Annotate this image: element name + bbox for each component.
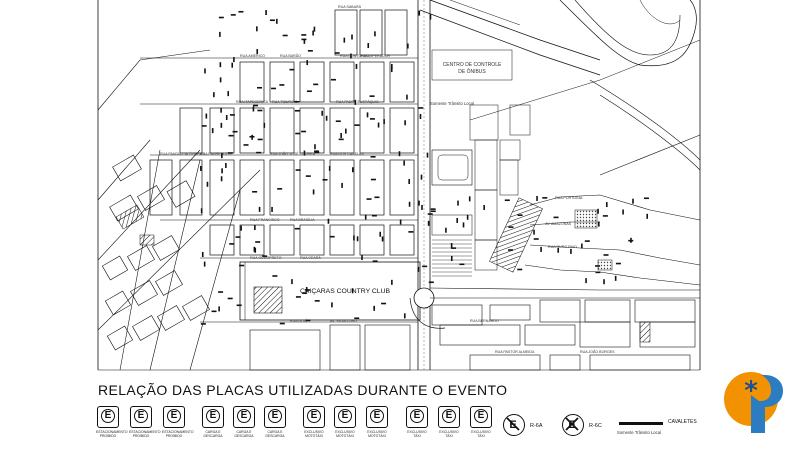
brand-logo-icon: * bbox=[721, 369, 785, 435]
street-label: AV. AMAZONAS bbox=[545, 222, 572, 226]
svg-text:*: * bbox=[744, 376, 758, 406]
cavaletes-label: CAVALETES bbox=[668, 419, 697, 425]
club-label: CAIÇARAS COUNTRY CLUB bbox=[300, 288, 391, 295]
parking-sign-symbol: E bbox=[268, 409, 282, 423]
street-label: RUA OUROPRETO bbox=[250, 256, 282, 260]
parking-sign-symbol: E bbox=[167, 409, 181, 423]
parking-sign-icon: E bbox=[303, 406, 325, 428]
street-label: RUA JOÃO JOSÉ COURRA bbox=[270, 152, 316, 156]
parking-sign-symbol: E bbox=[474, 409, 488, 423]
bus-control-center-label: CENTRO DE CONTROLE DE ÔNIBUS bbox=[442, 62, 502, 75]
parking-sign-symbol: E bbox=[338, 409, 352, 423]
parking-sign-icon: E bbox=[438, 406, 460, 428]
parking-sign-symbol: E bbox=[134, 409, 148, 423]
street-label: AV. SILVA LOBO bbox=[330, 319, 357, 323]
parking-sign-symbol: E bbox=[101, 409, 115, 423]
street-label: RUA SABARÁ bbox=[338, 5, 361, 9]
legend-local-traffic-label: Somente Trânsito Local bbox=[617, 430, 661, 435]
parking-sign-icon: E bbox=[366, 406, 388, 428]
no-stopping-sign-icon: E bbox=[562, 414, 584, 436]
parking-sign-icon: E bbox=[163, 406, 185, 428]
street-label: RUA BARÃO bbox=[280, 54, 301, 58]
parking-sign-icon: E bbox=[406, 406, 428, 428]
parking-sign-icon: E bbox=[202, 406, 224, 428]
street-label: RUA OURO FINO bbox=[548, 245, 577, 249]
street-label: RUA ITAPECERICA bbox=[236, 100, 269, 104]
parking-sign-symbol: E bbox=[370, 409, 384, 423]
parking-sign-symbol: E bbox=[206, 409, 220, 423]
street-label: RUA AMERICO bbox=[240, 54, 265, 58]
street-label: RUA DOS CANELAS bbox=[330, 152, 364, 156]
parking-sign-symbol: E bbox=[237, 409, 251, 423]
parking-sign-symbol: E bbox=[410, 409, 424, 423]
street-label: RUA FRANCISCO bbox=[250, 218, 280, 222]
parking-sign-icon: E bbox=[130, 406, 152, 428]
parking-sign-icon: E bbox=[334, 406, 356, 428]
parking-sign-symbol: E bbox=[307, 409, 321, 423]
parking-sign-icon: E bbox=[264, 406, 286, 428]
street-label: RUA BRASÍLIA bbox=[290, 218, 315, 222]
street-label: RUA TIBURCIO bbox=[272, 100, 298, 104]
street-label: RUA CEARÁ bbox=[300, 256, 321, 260]
parking-sign-icon: E bbox=[233, 406, 255, 428]
street-label: RUA CONTORNO bbox=[340, 54, 370, 58]
street-label: RUA PORTUGAL bbox=[555, 196, 584, 200]
street-label: RUA PADRE EUSTÁQUIO bbox=[336, 100, 379, 104]
cavaletes-bar-icon bbox=[619, 422, 663, 425]
street-label: RUA PADRE JULIO bbox=[200, 152, 232, 156]
street-label: RUA PANDIA CALÓGERAS bbox=[160, 152, 205, 156]
street-label: RUA JOÃO BORGES bbox=[580, 350, 615, 354]
street-label: RUA IMPERADOR bbox=[360, 54, 391, 58]
parking-sign-icon: E bbox=[470, 406, 492, 428]
local-traffic-label: Somente Trânsito Local bbox=[430, 101, 474, 106]
parking-sign-symbol: E bbox=[442, 409, 456, 423]
parking-sign-icon: E bbox=[97, 406, 119, 428]
r6c-label: R-6C bbox=[589, 423, 602, 429]
street-label: RUA GOIÁS bbox=[290, 319, 310, 323]
street-label: RUA PASTOR ALMEIDA bbox=[495, 350, 535, 354]
street-label: RUA BERNARDO bbox=[470, 319, 499, 323]
legend-title: RELAÇÃO DAS PLACAS UTILIZADAS DURANTE O … bbox=[98, 382, 508, 398]
r6a-label: R-6A bbox=[530, 423, 543, 429]
no-parking-sign-icon: E bbox=[503, 414, 525, 436]
